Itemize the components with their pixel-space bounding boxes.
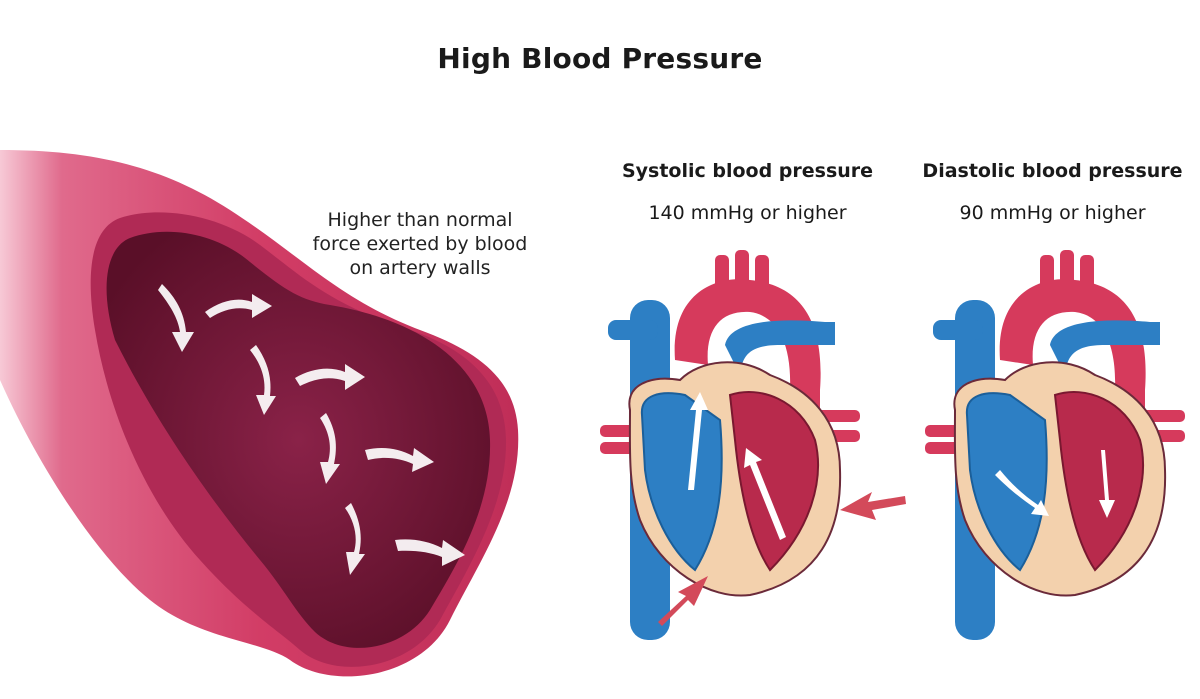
pressure-arrow-icon	[840, 492, 906, 520]
systolic-value: 140 mmHg or higher	[648, 202, 847, 224]
curved-white-arrow-icon	[395, 539, 465, 566]
page-title: High Blood Pressure	[437, 42, 763, 75]
artery-description-line: force exerted by blood	[312, 233, 528, 255]
artery-description-line: Higher than normal	[327, 209, 513, 231]
curved-white-arrow-icon	[158, 284, 194, 352]
diastolic-value: 90 mmHg or higher	[959, 202, 1146, 224]
curved-white-arrow-icon	[320, 413, 340, 484]
artery-description: Higher than normal force exerted by bloo…	[290, 208, 550, 280]
artery-illustration	[0, 150, 519, 677]
curved-white-arrow-icon	[365, 448, 434, 472]
curved-white-arrow-icon	[205, 294, 272, 318]
curved-white-arrow-icon	[295, 364, 365, 390]
curved-white-arrow-icon	[345, 503, 365, 575]
systolic-heading: Systolic blood pressure	[621, 160, 874, 182]
pressure-arrow-icon	[658, 576, 708, 626]
curved-white-arrow-icon	[250, 345, 276, 415]
artery-description-line: on artery walls	[349, 257, 491, 279]
artery-lumen	[106, 231, 491, 648]
diastolic-heading: Diastolic blood pressure	[922, 160, 1183, 182]
